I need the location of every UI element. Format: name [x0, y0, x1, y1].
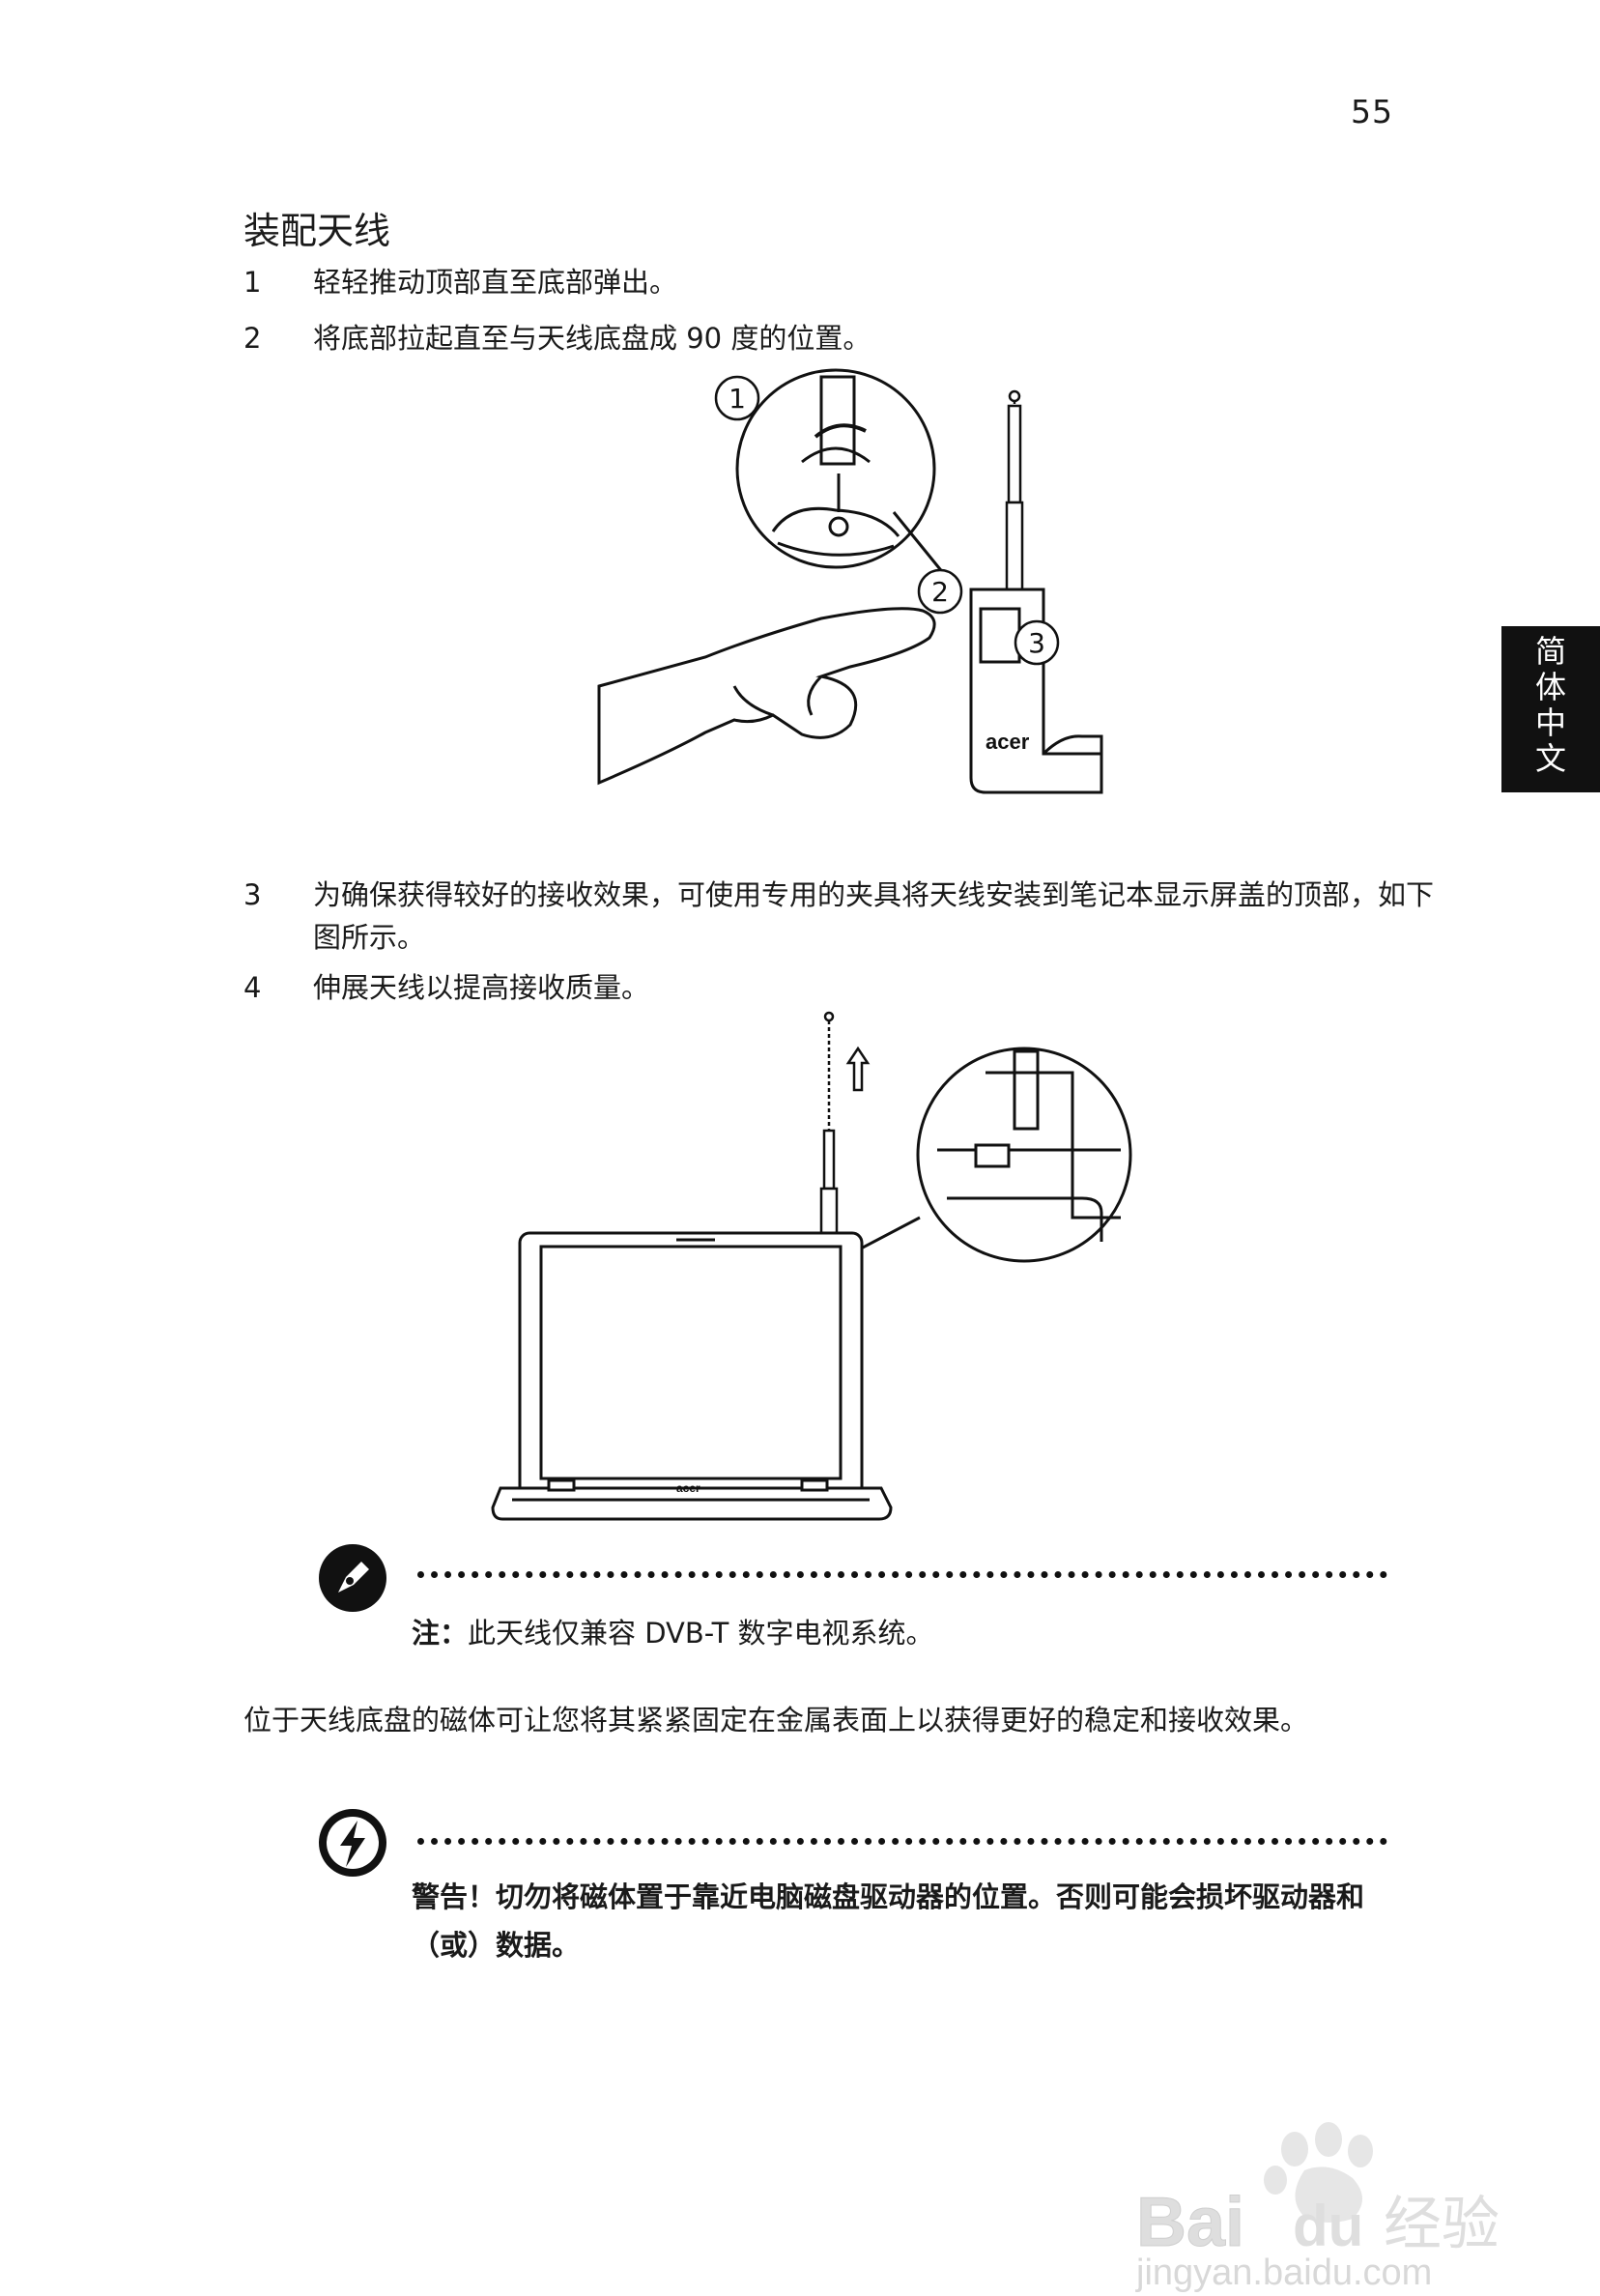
note-label: 注： [412, 1617, 469, 1650]
language-tab-char: 体 [1534, 669, 1566, 705]
callout-3: 3 [1014, 619, 1060, 666]
laptop-antenna-illustration: acer [491, 1011, 1132, 1521]
watermark-logo-text-jingyan: 经验 [1384, 2191, 1500, 2258]
step-number: 4 [243, 971, 262, 1004]
language-tab-char: 中 [1534, 704, 1566, 741]
antenna-rod [1005, 389, 1024, 611]
body-paragraph: 位于天线底盘的磁体可让您将其紧紧固定在金属表面上以获得更好的稳定和接收效果。 [243, 1704, 1309, 1736]
warning-divider [417, 1838, 1387, 1845]
section-title: 装配天线 [243, 210, 391, 252]
callout-number: 3 [1028, 627, 1045, 659]
magnified-detail [735, 368, 936, 569]
watermark-logo-text: Bai [1136, 2184, 1244, 2261]
language-tab-char: 文 [1534, 740, 1566, 777]
watermark-url: jingyan.baidu.com [1135, 2253, 1432, 2293]
step-text: 轻轻推动顶部直至底部弹出。 [313, 266, 678, 299]
note: 注：此天线仅兼容 DVB-T 数字电视系统。 [412, 1612, 934, 1654]
warning-text: 警告！切勿将磁体置于靠近电脑磁盘驱动器的位置。否则可能会损坏驱动器和（或）数据。 [412, 1880, 1365, 1962]
language-tab-char: 简 [1534, 633, 1566, 670]
laptop: acer [491, 1231, 893, 1521]
baidu-watermark: Bai du 经验 jingyan.baidu.com [1130, 2122, 1556, 2293]
step-text: 将底部拉起直至与天线底盘成 90 度的位置。 [313, 322, 871, 355]
callout-number: 1 [729, 383, 746, 415]
up-arrow-icon [845, 1046, 871, 1092]
language-tab: 简 体 中 文 [1501, 626, 1600, 792]
antenna-extended [812, 1011, 846, 1270]
watermark-logo-text-du: du [1293, 2194, 1363, 2258]
step-number: 1 [243, 266, 262, 299]
lightning-warning-icon [319, 1809, 386, 1877]
callout-2: 2 [917, 568, 963, 615]
callout-1: 1 [714, 375, 760, 421]
brand-logo: acer [986, 730, 1030, 754]
note-divider [417, 1571, 1387, 1578]
page-number: 55 [1351, 93, 1393, 130]
note-text: 此天线仅兼容 DVB-T 数字电视系统。 [468, 1617, 934, 1650]
hand-illustration [597, 607, 936, 786]
callout-number: 2 [931, 576, 949, 608]
step-text: 伸展天线以提高接收质量。 [313, 971, 650, 1004]
antenna-base: acer [969, 588, 1103, 794]
step-number: 3 [243, 878, 262, 911]
pen-note-icon [319, 1544, 386, 1612]
step-number: 2 [243, 322, 262, 355]
magnified-clip-detail [916, 1047, 1132, 1263]
brand-logo: acer [676, 1481, 700, 1495]
antenna-assembly-illustration: acer 1 2 3 [597, 368, 1103, 794]
step-text: 为确保获得较好的接收效果，可使用专用的夹具将天线安装到笔记本显示屏盖的顶部，如下… [313, 878, 1435, 954]
baidu-paw-logo-icon: Bai du 经验 jingyan.baidu.com [1135, 2122, 1500, 2293]
